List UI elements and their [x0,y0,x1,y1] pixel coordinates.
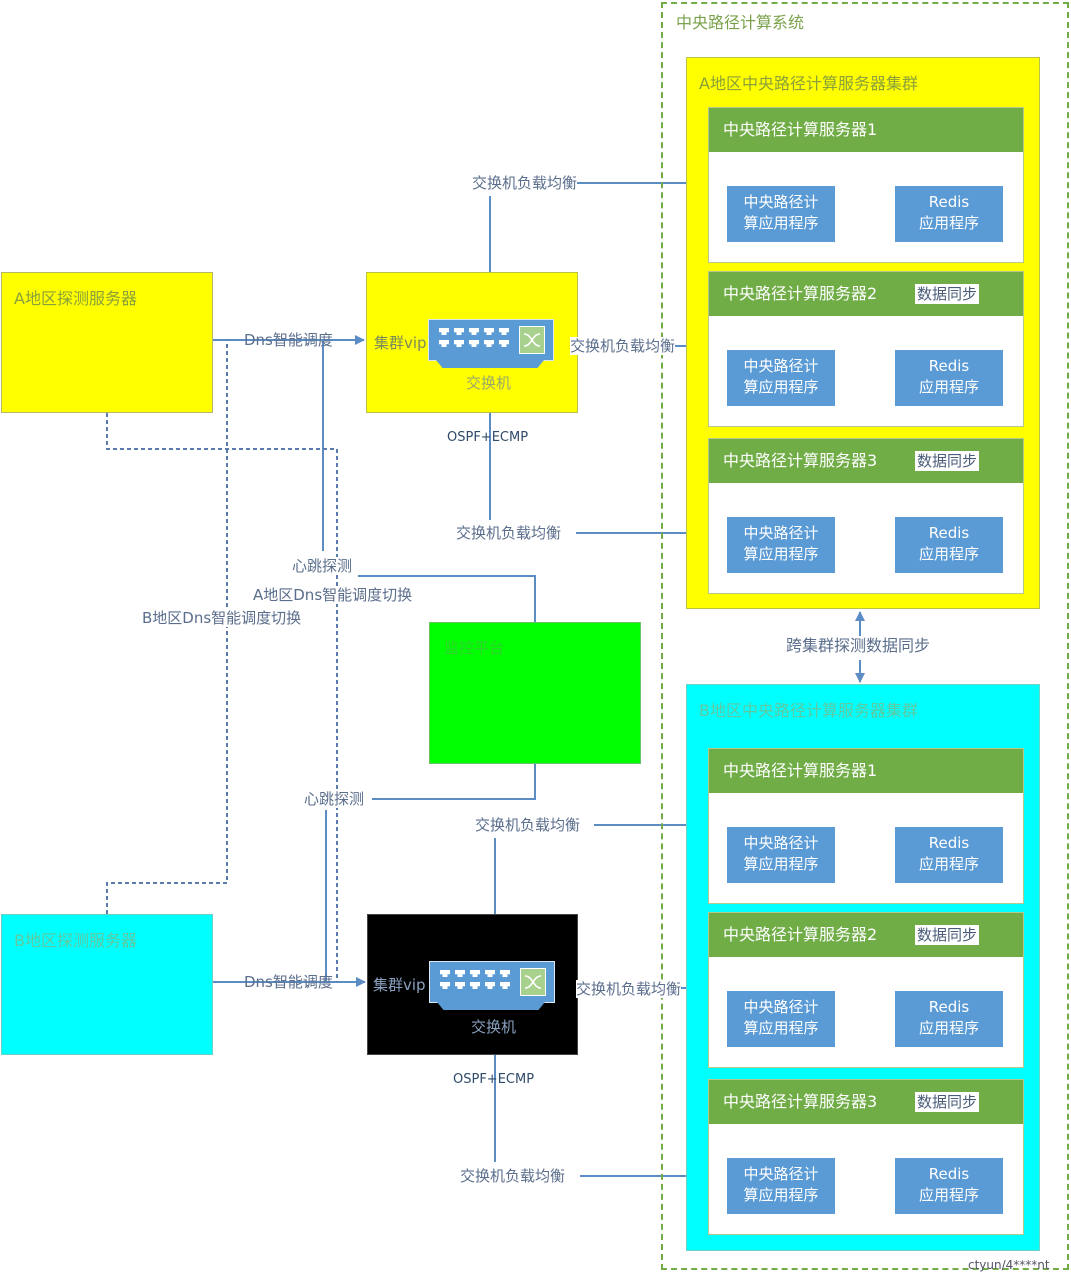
cluster-b: B地区中央路径计算服务器集群 中央路径计算服务器1 中央路径计算应用程序 Red… [686,684,1040,1251]
crossing-arrows-icon [519,326,545,354]
server-title: 中央路径计算服务器3 [723,1092,878,1111]
heartbeat-b-line [372,764,536,800]
path-app-box: 中央路径计算应用程序 [727,991,835,1047]
lb-a-bot-label: 交换机负载均衡 [456,524,562,542]
monitor-title: 监控平台 [444,639,505,657]
dns-b-label: Dns智能调度 [244,973,333,991]
system-title: 中央路径计算系统 [676,13,805,32]
central-system-frame [661,2,1069,1270]
cluster-a-title: A地区中央路径计算服务器集群 [699,74,918,93]
switch-a-icon [428,319,554,361]
server-title: 中央路径计算服务器3 [723,451,878,470]
server-title: 中央路径计算服务器2 [723,284,878,303]
data-sync-tag: 数据同步 [915,925,980,945]
switch-b-icon [429,961,555,1003]
dns-switch-b-dashed [106,340,228,914]
path-app-box: 中央路径计算应用程序 [727,350,835,406]
cross-cluster-sync-label: 跨集群探测数据同步 [786,636,931,655]
lb-b-mid-label: 交换机负载均衡 [576,980,682,998]
data-sync-tag: 数据同步 [915,284,980,304]
switch-a-vip: 集群vip [374,334,427,352]
switch-b-dns-label: B地区Dns智能调度切换 [142,609,302,627]
data-sync-tag: 数据同步 [915,1092,980,1112]
probe-server-b: B地区探测服务器 [1,914,213,1055]
server-title: 中央路径计算服务器2 [723,925,878,944]
switch-a-name: 交换机 [466,374,512,392]
switch-b-routing: OSPF+ECMP [453,1072,535,1087]
path-app-box: 中央路径计算应用程序 [727,186,835,242]
server-title: 中央路径计算服务器1 [723,761,878,780]
watermark: ctyun/4****nt [968,1258,1050,1272]
heartbeat-a-label: 心跳探测 [292,557,353,575]
monitor-platform: 监控平台 [429,622,641,764]
switch-b-vip: 集群vip [373,976,426,994]
lb-b-top-label: 交换机负载均衡 [475,816,581,834]
data-sync-tag: 数据同步 [915,451,980,471]
probe-server-a: A地区探测服务器 [1,272,213,413]
heartbeat-b-label: 心跳探测 [304,790,365,808]
path-app-box: 中央路径计算应用程序 [727,827,835,883]
lb-a-mid-label: 交换机负载均衡 [570,337,676,355]
lb-a-top-label: 交换机负载均衡 [472,174,578,192]
cluster-b-title: B地区中央路径计算服务器集群 [699,701,918,720]
path-app-box: 中央路径计算应用程序 [727,517,835,573]
path-app-box: 中央路径计算应用程序 [727,1158,835,1214]
lb-b-bot-label: 交换机负载均衡 [460,1167,566,1185]
switch-b-name: 交换机 [471,1018,517,1036]
probe-a-title: A地区探测服务器 [14,289,137,308]
server-title: 中央路径计算服务器1 [723,120,878,139]
switch-a-routing: OSPF+ECMP [447,430,529,445]
switch-a-dns-label: A地区Dns智能调度切换 [253,586,413,604]
crossing-arrows-icon [520,968,546,996]
dns-switch-a-dashed [106,413,338,982]
heartbeat-a-line [358,575,536,622]
cluster-a: A地区中央路径计算服务器集群 中央路径计算服务器1 中央路径计算应用程序 Red… [686,57,1040,609]
probe-b-title: B地区探测服务器 [14,931,137,950]
dns-a-label: Dns智能调度 [244,331,333,349]
